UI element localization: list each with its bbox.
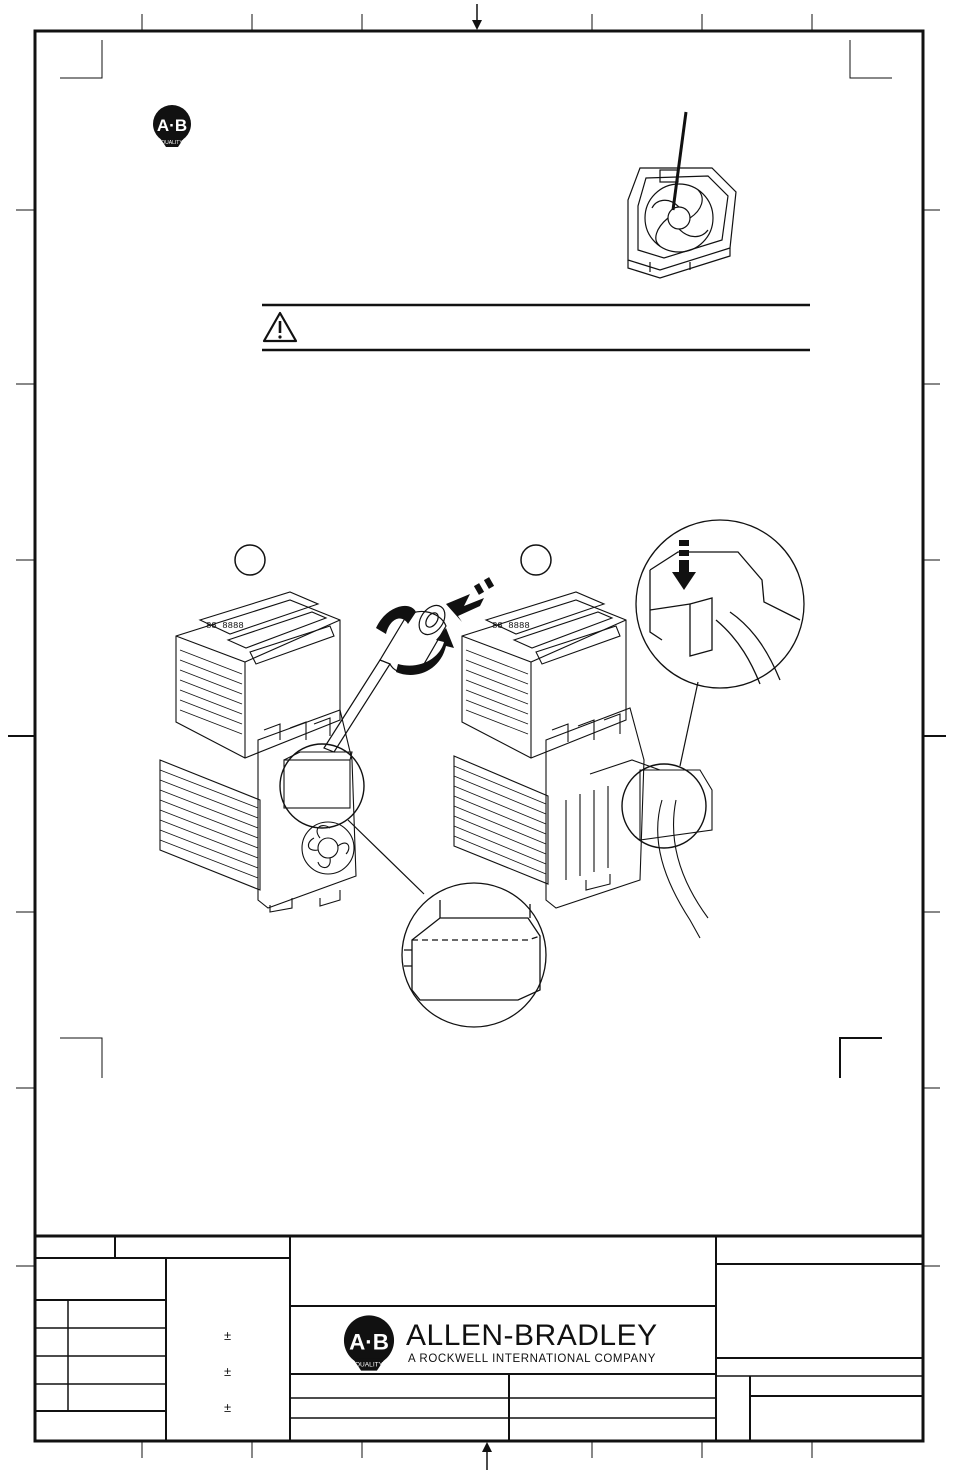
- company-brand: ALLEN-BRADLEY A ROCKWELL INTERNATIONAL C…: [406, 1320, 658, 1366]
- logo-quality-text: QUALITY: [161, 140, 183, 146]
- detail-circle-right-small: [621, 763, 707, 849]
- leader-line-right: [679, 681, 699, 767]
- logo-mark-text: A·B: [349, 1330, 389, 1355]
- fan-screwdriver-illustration: [627, 111, 737, 279]
- top-zone-ticks: [141, 14, 813, 31]
- detail-circle-left: [279, 743, 365, 829]
- logo-quality-text: QUALITY: [355, 1362, 384, 1369]
- tolerance-symbol-3: ±: [224, 1400, 232, 1415]
- step-1-circle: [234, 544, 266, 576]
- arrow-up-icon: [482, 1442, 492, 1470]
- arrow-down-icon: [472, 4, 482, 30]
- left-zone-ticks: [8, 209, 35, 1267]
- svg-text:88 8888: 88 8888: [206, 621, 244, 631]
- company-name: ALLEN-BRADLEY: [406, 1319, 658, 1352]
- tolerance-symbol-2: ±: [224, 1364, 232, 1379]
- push-arrow-icon: [446, 577, 495, 622]
- insert-arrow-icon: [672, 540, 696, 590]
- warning-triangle-icon: [262, 311, 298, 343]
- title-block: [35, 1234, 923, 1441]
- detail-circle-top-right: [635, 519, 805, 689]
- svg-text:88 8888: 88 8888: [492, 621, 530, 631]
- crop-marks: [60, 40, 892, 1078]
- ab-logo-icon: A·B QUALITY: [150, 104, 194, 148]
- ab-logo-icon: A·B QUALITY: [340, 1314, 398, 1372]
- right-zone-ticks: [923, 209, 946, 1267]
- drive-right-illustration: 88 8888: [453, 591, 713, 939]
- drive-left-illustration: 88 8888: [159, 591, 357, 913]
- sheet-border: [33, 29, 925, 1443]
- bottom-zone-ticks: [141, 1441, 813, 1458]
- rotate-arrow-icon: [376, 605, 454, 675]
- leader-line-left: [347, 819, 425, 895]
- company-subtitle: A ROCKWELL INTERNATIONAL COMPANY: [408, 1353, 656, 1365]
- logo-mark-text: A·B: [157, 116, 187, 135]
- step-2-circle: [520, 544, 552, 576]
- tolerance-symbol-1: ±: [224, 1328, 232, 1343]
- detail-circle-bottom: [401, 882, 547, 1028]
